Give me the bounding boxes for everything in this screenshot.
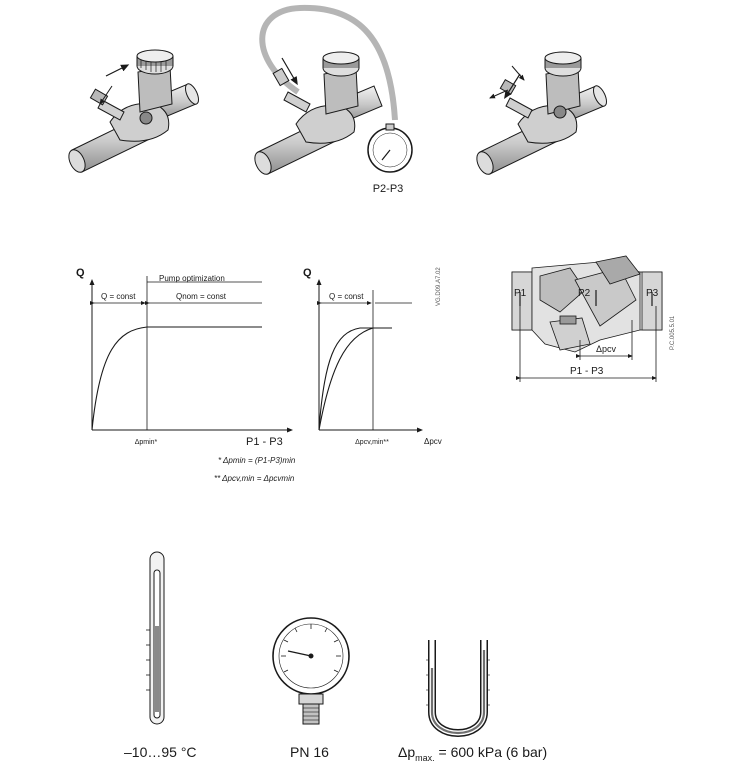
thermometer-caption: –10…95 °C xyxy=(124,744,197,760)
dp-max-sub: max. xyxy=(415,752,435,763)
valve-illustration-1 xyxy=(68,49,199,173)
chart-left xyxy=(89,276,293,433)
section-p1p3-label: P1 - P3 xyxy=(570,366,604,377)
section-p2-label: P2 xyxy=(578,288,591,299)
dp-max-prefix: Δp xyxy=(398,744,416,760)
chart-right-curve-2 xyxy=(318,327,374,431)
section-p1-label: P1 xyxy=(514,288,527,299)
dp-max-value: = 600 kPa (6 bar) xyxy=(434,744,548,760)
dp-max-caption: Δpmax. = 600 kPa (6 bar) xyxy=(398,744,547,763)
footnote-1: * Δpmin = (P1-P3)min xyxy=(218,456,296,465)
pressure-gauge-icon xyxy=(272,617,350,725)
valve-illustration-2 xyxy=(254,4,413,175)
chart-right-qconst-label: Q = const xyxy=(329,292,364,301)
section-code: P.C.005.5.01 xyxy=(670,315,676,350)
chart-right xyxy=(316,279,423,433)
chart-left-qnom-label: Qnom = const xyxy=(176,292,227,301)
chart-right-curve-1 xyxy=(318,327,392,431)
gauge-caption: PN 16 xyxy=(290,744,329,760)
u-tube-manometer-icon xyxy=(426,640,490,737)
chart-left-x-label: P1 - P3 xyxy=(246,436,283,448)
section-dpcv-label: Δpcv xyxy=(596,344,617,354)
chart-left-x-tick: Δpmin* xyxy=(135,439,158,446)
chart-left-qconst-label: Q = const xyxy=(101,292,136,301)
valve-illustration-3 xyxy=(476,51,607,175)
gauge-label-p2-p3: P2-P3 xyxy=(373,183,404,195)
chart-right-y-label: Q xyxy=(303,267,312,279)
chart-right-x-tick: Δpcv,min** xyxy=(355,439,389,446)
chart-left-curve xyxy=(91,326,262,431)
thermometer-icon xyxy=(146,551,165,725)
chart-left-y-label: Q xyxy=(76,267,85,279)
valve-cross-section xyxy=(511,255,663,382)
footnote-2: ** Δpcv,min = Δpcvmin xyxy=(214,474,295,483)
chart-code: VG.D09.A7.02 xyxy=(436,267,442,306)
chart-left-pump-label: Pump optimization xyxy=(159,274,225,283)
section-p3-label: P3 xyxy=(646,288,659,299)
chart-right-x-label: Δpcv xyxy=(424,437,442,446)
